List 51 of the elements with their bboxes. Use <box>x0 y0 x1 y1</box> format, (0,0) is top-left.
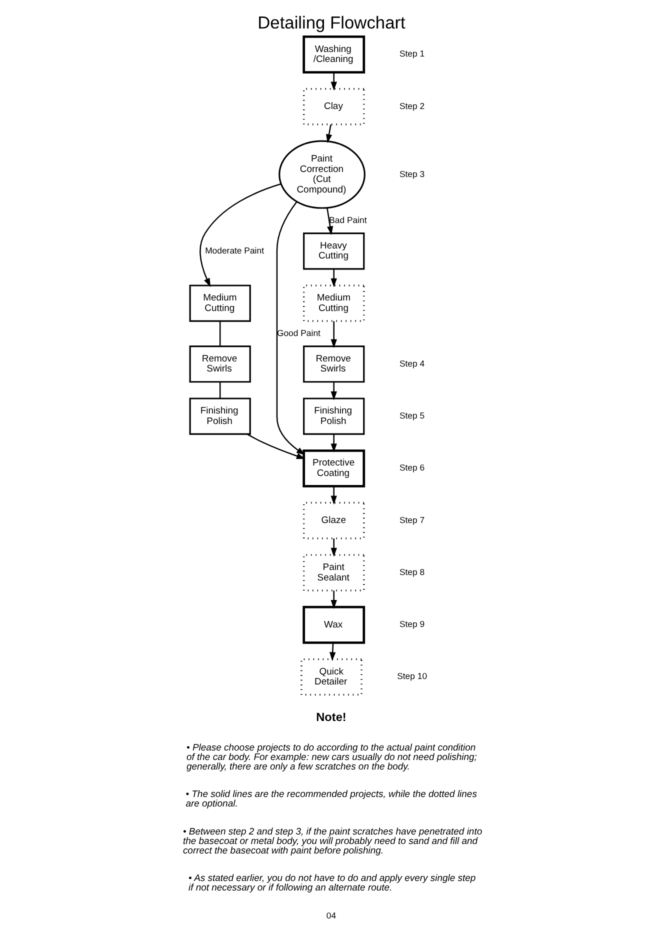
connector <box>218 382 220 398</box>
arrow <box>330 538 336 557</box>
label: • The solid lines are the recommended projects, while the dotted lines are optional. <box>185 789 476 810</box>
arrow <box>330 434 336 452</box>
arrow <box>330 382 336 400</box>
node-box: Washing /Cleaning <box>302 36 365 74</box>
arrow <box>330 72 336 91</box>
node-ellipse: Paint Correction (Cut Compound) <box>278 140 365 209</box>
arrow <box>329 642 336 662</box>
label: Step 5 <box>398 410 424 420</box>
node-box: Protective Coating <box>302 449 365 488</box>
label: Step 1 <box>398 48 424 59</box>
label: Step 6 <box>398 462 424 473</box>
label: Step 2 <box>398 100 424 111</box>
node-box: Wax <box>302 606 365 644</box>
arrow <box>330 486 336 505</box>
node-box: Remove Swirls <box>302 346 364 383</box>
node-box: Clay <box>302 88 364 126</box>
label: Note! <box>316 710 346 724</box>
node-box: Medium Cutting <box>188 284 250 322</box>
label: Step 4 <box>398 358 424 368</box>
label: Step 10 <box>396 671 427 682</box>
arrow <box>330 590 336 609</box>
edge-label: Good Paint <box>276 328 320 338</box>
node-box: Glaze <box>302 502 364 540</box>
node-box: Finishing Polish <box>188 398 250 435</box>
label: Step 3 <box>398 168 424 179</box>
label: • Between step 2 and step 3, if the paint scratches have penetrated into the basecoat or metal body, you will probably need to sand and fill and correct the basecoat with paint before polishing. <box>182 826 482 856</box>
diagram-title: Detailing Flowchart <box>257 12 405 32</box>
node-box: Medium Cutting <box>302 284 364 322</box>
arrow <box>330 321 336 348</box>
label: Step 9 <box>398 619 424 630</box>
arrow <box>246 434 305 460</box>
label: • Please choose projects to do according to the actual paint condition of the car body. For example: new cars usually do not need polishing; generally, there are only a few scratches on the body. <box>186 742 476 773</box>
arrow <box>326 124 332 144</box>
label: Step 7 <box>398 514 424 525</box>
connector <box>218 321 220 346</box>
label: • As stated earlier, you do not have to do and apply every single step if not necessary or if following an alternate route. <box>188 872 476 894</box>
arrow <box>199 183 281 288</box>
edge-label: Moderate Paint <box>204 245 264 256</box>
node-box: Heavy Cutting <box>302 232 364 270</box>
arrow <box>276 201 305 456</box>
arrow <box>330 269 336 288</box>
node-box: Paint Sealant <box>302 554 364 592</box>
node-box: Quick Detailer <box>300 658 362 696</box>
label: 04 <box>326 910 336 920</box>
node-box: Remove Swirls <box>188 346 250 383</box>
node-box: Finishing Polish <box>302 398 364 435</box>
arrow <box>326 208 333 236</box>
edge-label: Bad Paint <box>328 214 366 225</box>
label: Step 8 <box>398 566 424 577</box>
